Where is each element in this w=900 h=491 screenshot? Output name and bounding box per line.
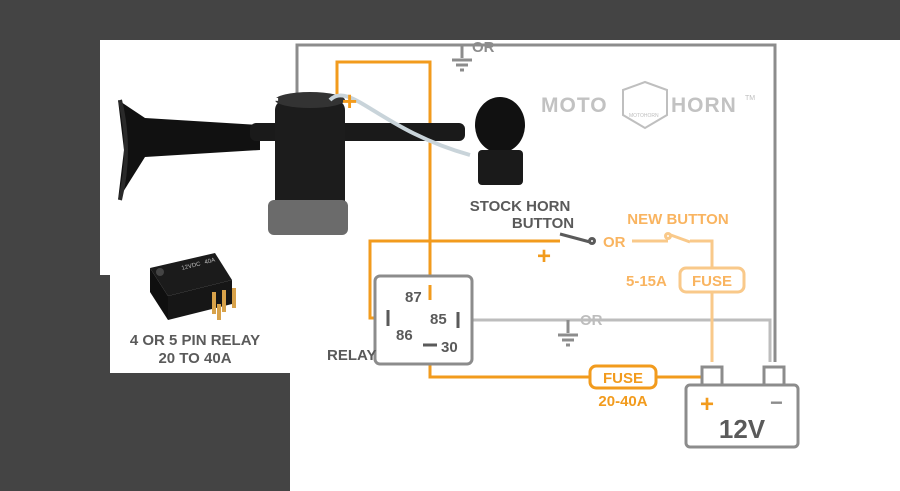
relay-caption-line2: 20 TO 40A [158,350,231,367]
small-fuse-rating: 5-15A [626,273,667,290]
brand-name-left: MOTO [541,94,608,117]
horn-plus-label: + [342,86,357,116]
new-button-switch-icon [664,232,691,244]
relay-pin-30: 30 [441,339,458,356]
relay-caption-line1: 4 OR 5 PIN RELAY [130,332,260,349]
or-label-top: OR [472,39,495,56]
battery-terminal-positive [700,365,724,387]
new-button-wires [632,239,714,362]
horn-illustration [118,92,525,235]
battery-terminal-negative [762,365,786,387]
ground-symbol-top [452,45,472,72]
relay-pin-87: 87 [405,289,422,306]
brand-trademark: TM [745,95,755,102]
brand-badge-icon: MOTOHORN [622,80,668,130]
relay-label: RELAY [327,347,376,364]
main-fuse-label: FUSE [603,370,643,387]
relay-photo-icon [150,253,236,320]
ground-symbol-relay [558,320,578,347]
horn-minus-label: − [264,84,279,114]
main-fuse-box [588,364,658,390]
main-fuse-rating: 20-40A [598,393,647,410]
battery-body [684,383,800,449]
brand-name-right: HORN [671,94,737,117]
relay-box [373,274,474,366]
relay-photo-print-2: 40A [204,258,216,266]
brand-badge-text: MOTOHORN [629,113,659,119]
small-fuse-label: FUSE [692,273,732,290]
relay-pin-86: 86 [396,327,413,344]
or-label-right: OR [580,312,603,329]
ground-wires [295,43,777,362]
battery-plus: + [700,391,714,418]
battery-minus: − [770,390,783,415]
stock-button-line1: STOCK HORN [470,198,571,215]
new-button-label: NEW BUTTON [627,211,728,228]
relay-photo-print-1: 12VDC [181,261,202,272]
or-label-middle: OR [603,234,626,251]
stock-button-switch-icon [559,232,596,245]
relay-pin-85: 85 [430,311,447,328]
relay-pin-marks [386,285,460,347]
stock-button-plus: + [537,243,551,270]
battery-label: 12V [719,414,766,444]
small-fuse-box [678,266,746,294]
stock-button-line2: BUTTON [512,215,574,232]
